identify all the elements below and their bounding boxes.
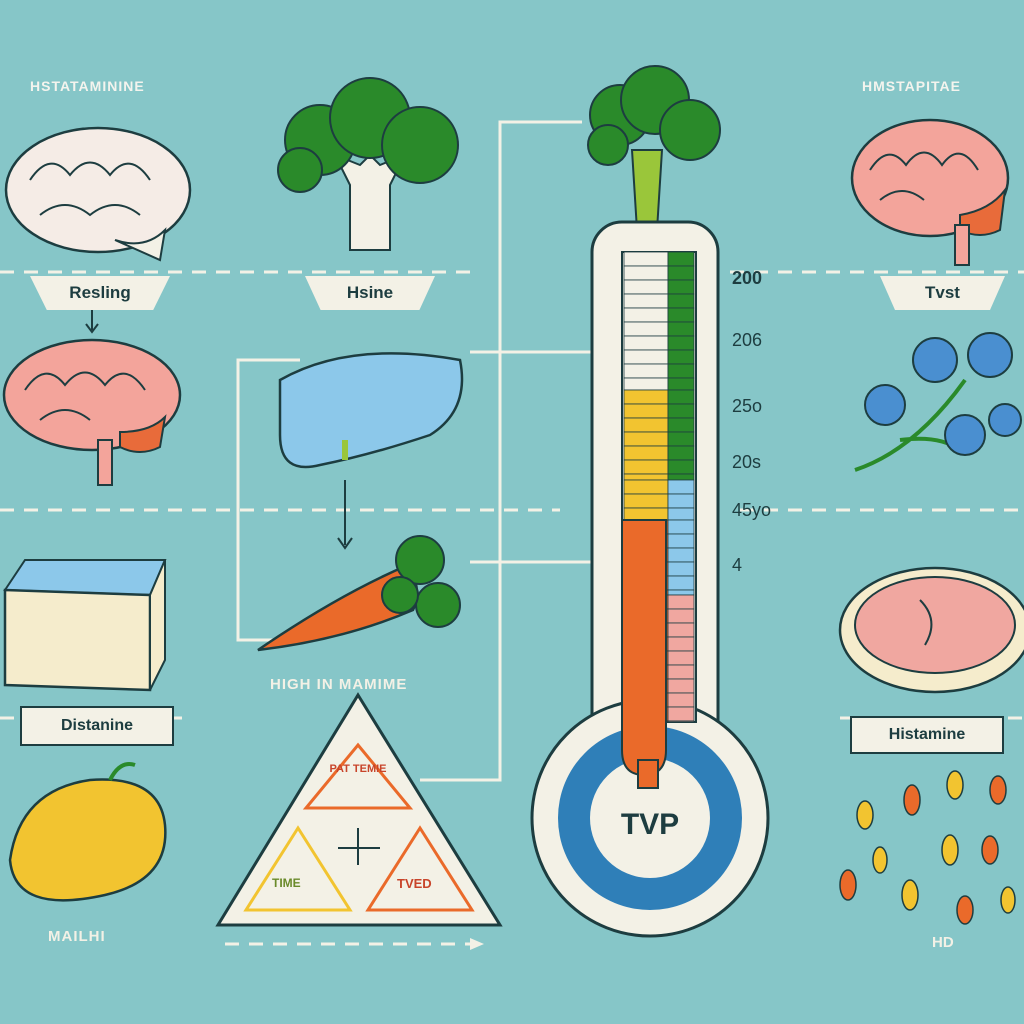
scale-band xyxy=(667,363,695,379)
header-label-left: HSTATAMININE xyxy=(30,78,145,94)
scale-band xyxy=(623,335,669,351)
scale-band xyxy=(667,279,695,295)
scale-band xyxy=(667,265,695,281)
scale-band xyxy=(667,335,695,351)
brain-icon xyxy=(850,118,1010,266)
scale-band xyxy=(667,473,695,481)
scale-label: 200 xyxy=(732,268,763,288)
scale-band xyxy=(623,251,669,267)
connector-lines xyxy=(236,120,600,782)
scale-band xyxy=(623,473,669,481)
cheese-tag: Distanine xyxy=(20,706,174,746)
potato-icon xyxy=(8,762,167,902)
bottom-left-label: MAILHI xyxy=(48,928,106,945)
scale-band xyxy=(667,479,695,495)
scale-band xyxy=(623,417,669,433)
meat-tag: Histamine xyxy=(850,716,1004,754)
scale-band xyxy=(667,321,695,337)
scale-band xyxy=(623,293,669,309)
scale-band xyxy=(667,636,695,652)
beans-icon xyxy=(839,770,1016,925)
down-arrow-icon xyxy=(85,308,353,550)
right-tag: Tvst xyxy=(880,276,1005,310)
scale-band xyxy=(667,431,695,447)
scale-band xyxy=(667,664,695,680)
bulb-label: TVP xyxy=(620,808,680,841)
scale-band xyxy=(623,403,669,419)
scale-band xyxy=(667,377,695,391)
scale-band xyxy=(667,622,695,638)
scale-band xyxy=(667,445,695,461)
scale-band xyxy=(623,321,669,337)
scale-band xyxy=(667,349,695,365)
scale-band xyxy=(623,431,669,447)
scale-band xyxy=(667,678,695,694)
scale-band xyxy=(623,279,669,295)
liver-icon xyxy=(278,352,464,469)
steak-icon xyxy=(838,566,1024,694)
broccoli-icon xyxy=(277,77,459,251)
bottom-right-label: HD xyxy=(932,934,954,951)
arrow-head-icon xyxy=(470,938,484,950)
brain-icon xyxy=(4,126,192,262)
scale-band xyxy=(623,507,669,521)
header-label-right: HMSTAPITAE xyxy=(862,78,961,94)
scale-label: 20s xyxy=(732,452,762,472)
scale-band xyxy=(667,608,695,624)
scale-band xyxy=(667,519,695,535)
scale-label: 4 xyxy=(732,555,743,575)
scale-label: 25o xyxy=(732,396,763,416)
scale-band xyxy=(623,349,669,365)
pyramid-top-label: PAT TEMIE xyxy=(329,763,387,775)
berry-plant-icon xyxy=(854,332,1022,472)
pyramid-right-label: TVED xyxy=(397,876,432,891)
scale-label: 206 xyxy=(732,330,763,350)
scale-band xyxy=(667,561,695,577)
carrot-icon xyxy=(257,535,461,652)
scale-band xyxy=(667,403,695,419)
scale-band xyxy=(667,251,695,267)
scale-band xyxy=(667,575,695,591)
scale-band xyxy=(667,293,695,309)
scale-band xyxy=(667,692,695,708)
scale-band xyxy=(623,479,669,495)
brain-tag: Resling xyxy=(30,276,170,310)
middle-caption: HIGH IN MAMIME xyxy=(270,676,408,693)
scale-band xyxy=(667,650,695,666)
scale-band xyxy=(667,389,695,405)
scale-band xyxy=(667,533,695,549)
scale-band xyxy=(667,720,695,723)
broccoli-tag: Hsine xyxy=(305,276,435,310)
scale-band xyxy=(623,265,669,281)
cheese-icon xyxy=(3,559,167,692)
scale-band xyxy=(667,459,695,475)
scale-band xyxy=(667,547,695,563)
pyramid-left-label: TIME xyxy=(272,876,301,890)
thermometer xyxy=(530,220,770,938)
scale-band xyxy=(667,507,695,521)
scale-band xyxy=(667,706,695,722)
broccoli-icon xyxy=(587,65,721,231)
scale-band xyxy=(623,389,669,405)
scale-band xyxy=(667,417,695,433)
scale-band xyxy=(623,377,669,391)
scale-band xyxy=(667,307,695,323)
scale-band xyxy=(623,493,669,509)
scale-band xyxy=(623,307,669,323)
pyramid-diagram xyxy=(215,692,503,927)
scale-band xyxy=(667,589,695,596)
scale-band xyxy=(623,445,669,461)
scale-band xyxy=(623,459,669,475)
scale-band xyxy=(667,493,695,509)
scale-band xyxy=(623,363,669,379)
brain-icon xyxy=(2,338,182,486)
scale-label: 45yo xyxy=(732,500,772,520)
scale-band xyxy=(667,594,695,610)
